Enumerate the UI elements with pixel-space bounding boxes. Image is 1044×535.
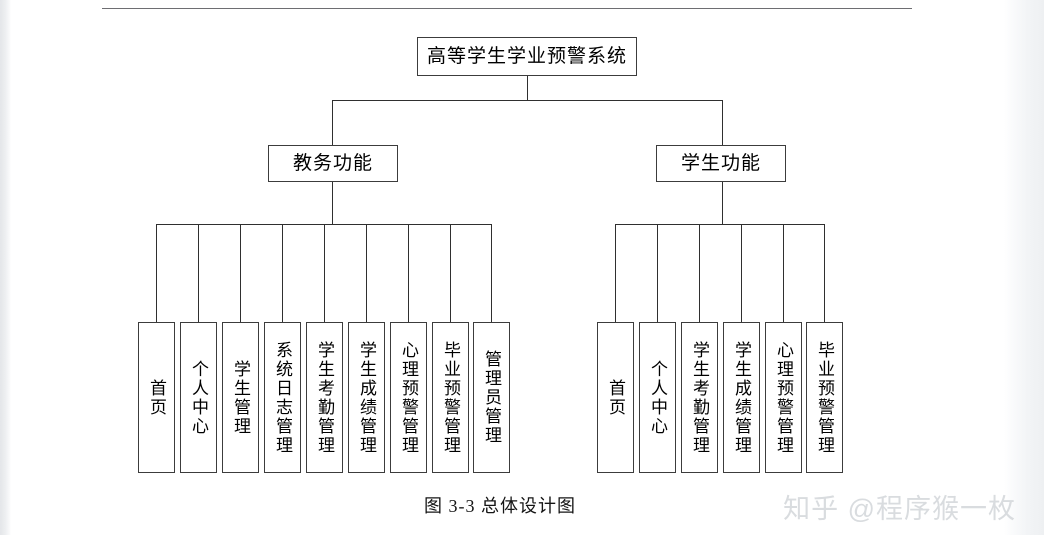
connector-leaf-drop-jw-8 [450,224,451,322]
node-leaf-jw-3-label: 学生管理 [231,359,250,436]
connector-leaf-drop-jw-4 [282,224,283,322]
connector-leaf-drop-xs-4 [741,224,742,322]
connector-root-drop [527,76,528,100]
connector-leaf-drop-jw-3 [240,224,241,322]
node-leaf-jw-9-label: 管理员管理 [482,350,501,445]
node-leaf-jw-4: 系统日志管理 [264,322,301,473]
connector-xuesheng-leaf-bus [615,224,825,225]
node-leaf-jw-7-label: 心理预警管理 [399,340,418,455]
connector-leaf-drop-jw-5 [324,224,325,322]
node-root-system: 高等学生学业预警系统 [417,37,637,76]
node-leaf-jw-6: 学生成绩管理 [348,322,385,473]
connector-leaf-drop-xs-6 [824,224,825,322]
connector-leaf-drop-xs-5 [783,224,784,322]
connector-xuesheng-to-bus [722,182,723,224]
node-branch-xuesheng-label: 学生功能 [680,153,761,174]
node-leaf-xs-4: 学生成绩管理 [723,322,760,473]
node-leaf-xs-4-label: 学生成绩管理 [732,340,751,455]
node-leaf-jw-8: 毕业预警管理 [432,322,469,473]
node-leaf-jw-9: 管理员管理 [473,322,510,473]
connector-branch-jiaowu-drop [332,100,333,145]
connector-leaf-drop-jw-7 [408,224,409,322]
node-leaf-xs-2: 个人中心 [639,322,676,473]
node-leaf-xs-1-label: 首页 [606,378,625,417]
node-leaf-jw-8-label: 毕业预警管理 [441,340,460,455]
node-leaf-xs-5-label: 心理预警管理 [774,340,793,455]
zhihu-watermark: 知乎 @程序猴一枚 [783,494,1016,524]
connector-branch-xuesheng-drop [722,100,723,145]
node-leaf-jw-4-label: 系统日志管理 [273,340,292,455]
connector-leaf-drop-jw-2 [198,224,199,322]
node-leaf-jw-1: 首页 [138,322,175,473]
node-leaf-xs-6-label: 毕业预警管理 [815,340,834,455]
node-root-label: 高等学生学业预警系统 [426,46,627,67]
figure-caption: 图 3-3 总体设计图 [424,496,576,516]
connector-leaf-drop-xs-2 [657,224,658,322]
connector-level1-bus [332,100,723,101]
node-leaf-xs-3-label: 学生考勤管理 [690,340,709,455]
node-leaf-xs-1: 首页 [597,322,634,473]
connector-leaf-drop-jw-9 [491,224,492,322]
node-leaf-jw-5: 学生考勤管理 [306,322,343,473]
node-leaf-xs-2-label: 个人中心 [648,359,667,436]
connector-leaf-drop-xs-3 [699,224,700,322]
node-branch-xuesheng: 学生功能 [656,145,786,182]
node-leaf-xs-5: 心理预警管理 [765,322,802,473]
node-leaf-xs-3: 学生考勤管理 [681,322,718,473]
node-branch-jiaowu-label: 教务功能 [292,153,373,174]
node-leaf-jw-1-label: 首页 [147,378,166,417]
node-leaf-jw-3: 学生管理 [222,322,259,473]
node-leaf-jw-2: 个人中心 [180,322,217,473]
connector-leaf-drop-jw-6 [366,224,367,322]
node-leaf-xs-6: 毕业预警管理 [806,322,843,473]
node-leaf-jw-7: 心理预警管理 [390,322,427,473]
connector-leaf-drop-jw-1 [156,224,157,322]
connector-leaf-drop-xs-1 [615,224,616,322]
page-header-rule [102,8,912,9]
node-branch-jiaowu: 教务功能 [268,145,398,182]
node-leaf-jw-6-label: 学生成绩管理 [357,340,376,455]
connector-jiaowu-to-bus [332,182,333,224]
node-leaf-jw-2-label: 个人中心 [189,359,208,436]
node-leaf-jw-5-label: 学生考勤管理 [315,340,334,455]
